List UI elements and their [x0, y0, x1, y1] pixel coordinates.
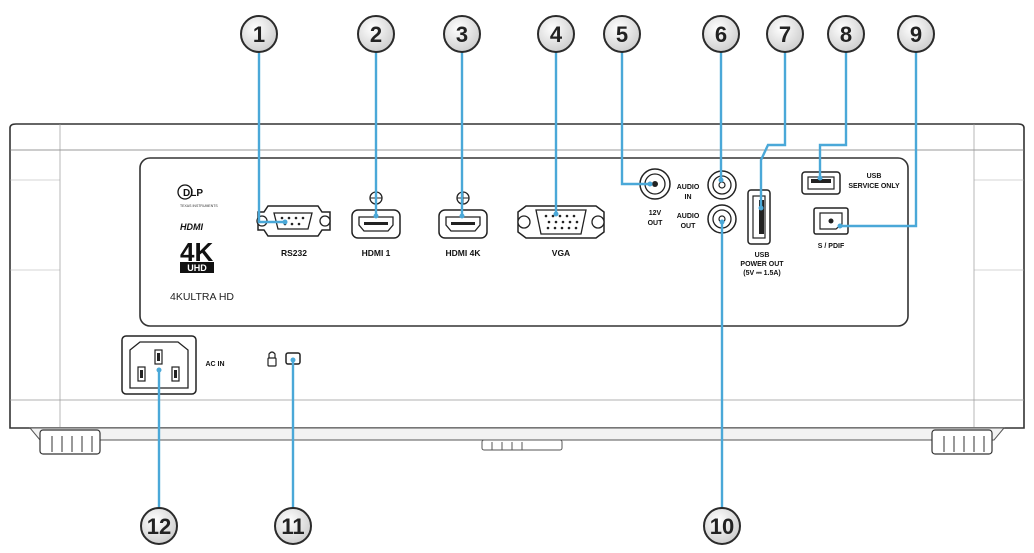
- ac-in-socket[interactable]: [121, 335, 197, 395]
- callout-4-label: 4: [550, 22, 563, 47]
- callout-9: 9: [897, 15, 935, 53]
- leader-line-5: [620, 50, 650, 186]
- spdif-label: S / PDIF: [818, 243, 845, 250]
- spdif-port[interactable]: [813, 207, 849, 235]
- rs232-label: RS232: [281, 248, 307, 258]
- callout-8: 8: [827, 15, 865, 53]
- callout-10: 10: [703, 507, 741, 545]
- audio-out-label-line2: OUT: [681, 223, 697, 230]
- dlp-sub-text: TEXAS INSTRUMENTS: [180, 204, 218, 208]
- leader-lines: [157, 50, 918, 512]
- audio-out-label-line1: AUDIO: [677, 213, 700, 220]
- callout-7: 7: [766, 15, 804, 53]
- leader-line-8: [818, 50, 848, 178]
- usb-power-label-line2: POWER OUT: [740, 261, 784, 268]
- foot-right: [931, 429, 993, 455]
- callout-8-label: 8: [840, 22, 852, 47]
- callout-5: 5: [603, 15, 641, 53]
- usb-power-label-line3: (5V ⎓ 1.5A): [743, 270, 781, 277]
- callout-6-label: 6: [715, 22, 727, 47]
- callout-5-label: 5: [616, 22, 628, 47]
- audio-out-jack[interactable]: [707, 204, 737, 234]
- audio-in-jack[interactable]: [707, 170, 737, 200]
- hdmi4k-label: HDMI 4K: [446, 248, 482, 258]
- 4k-ultra-hd-logo: 4KULTRA HD: [170, 291, 234, 303]
- dlp-logo: DLP TEXAS INSTRUMENTS: [177, 184, 218, 208]
- usb-service-label-line2: SERVICE ONLY: [848, 183, 900, 190]
- callout-11-label: 11: [281, 514, 304, 539]
- vga-port[interactable]: [517, 205, 605, 239]
- callout-7-label: 7: [779, 22, 791, 47]
- callout-4: 4: [537, 15, 575, 53]
- callout-1: 1: [240, 15, 278, 53]
- callout-6: 6: [702, 15, 740, 53]
- callout-3-label: 3: [456, 22, 468, 47]
- vga-label: VGA: [552, 248, 570, 258]
- callout-bubbles: 1 2 3 4 5 6 7 8: [140, 15, 935, 545]
- hdmi1-label: HDMI 1: [362, 248, 391, 258]
- 12v-label-line2: OUT: [648, 220, 664, 227]
- 12v-out-jack[interactable]: [639, 168, 671, 200]
- callout-1-label: 1: [253, 22, 265, 47]
- callout-3: 3: [443, 15, 481, 53]
- leader-line-9: [840, 50, 918, 228]
- dlp-logo-text: DLP: [183, 188, 203, 199]
- leader-line-1: [257, 50, 285, 224]
- uhd-text: UHD: [187, 263, 207, 273]
- callout-11: 11: [274, 507, 312, 545]
- 12v-label-line1: 12V: [649, 210, 662, 217]
- audio-in-label-line1: AUDIO: [677, 184, 700, 191]
- usb-power-out-port[interactable]: [747, 189, 771, 245]
- uhd-badge: [180, 262, 214, 273]
- usb-service-port[interactable]: [801, 171, 841, 195]
- usb-power-label-line1: USB: [755, 252, 770, 259]
- ac-in-label: AC IN: [205, 361, 224, 368]
- usb-service-label-line1: USB: [867, 173, 882, 180]
- callout-2: 2: [357, 15, 395, 53]
- hdmi-logo: HDMI: [180, 222, 203, 232]
- lock-icon: [267, 351, 277, 367]
- callout-12-label: 12: [147, 514, 171, 539]
- hdmi4k-port[interactable]: [438, 191, 488, 239]
- callout-2-label: 2: [370, 22, 382, 47]
- callout-9-label: 9: [910, 22, 922, 47]
- callout-12: 12: [140, 507, 178, 545]
- foot-center: [481, 439, 563, 451]
- callout-10-label: 10: [710, 514, 734, 539]
- io-panel: [139, 157, 909, 327]
- leader-line-7: [759, 50, 787, 208]
- brand-logos: DLP TEXAS INSTRUMENTS HDMI 4K UHD 4KULTR…: [170, 184, 234, 303]
- foot-left: [39, 429, 101, 455]
- leader-line-ends: [156, 175, 843, 373]
- audio-in-label-line2: IN: [685, 194, 692, 201]
